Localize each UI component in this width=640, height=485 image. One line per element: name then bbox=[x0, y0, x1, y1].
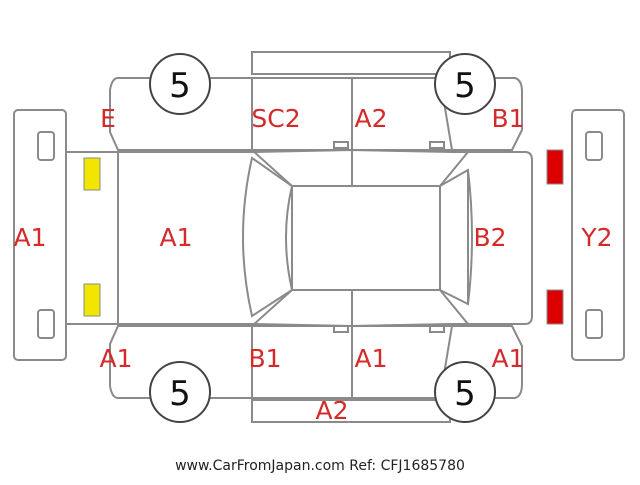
label-right-front-door: SC2 bbox=[251, 104, 300, 133]
label-right-rear-door: A2 bbox=[354, 104, 387, 133]
taillight-bottom bbox=[546, 289, 564, 325]
front-bumper-mount-top bbox=[37, 131, 55, 161]
label-left-rear-door: A1 bbox=[354, 344, 387, 373]
tire-rear-right-label: 5 bbox=[454, 66, 476, 106]
label-hood: A1 bbox=[159, 223, 192, 252]
rear-bumper-mount-top bbox=[585, 131, 603, 161]
label-front-left-fender: A1 bbox=[99, 344, 132, 373]
label-left-rocker: A2 bbox=[315, 396, 348, 425]
roof-outline bbox=[291, 185, 441, 291]
label-left-front-door: B1 bbox=[248, 344, 281, 373]
c-pillar-top bbox=[439, 151, 469, 187]
rear-bumper-outline bbox=[571, 109, 625, 361]
left-side-rocker bbox=[251, 399, 451, 423]
label-front-right-fender: E bbox=[100, 104, 116, 133]
left-front-handle bbox=[333, 325, 349, 333]
right-front-fender-outline bbox=[109, 77, 253, 151]
right-rear-quarter-outline bbox=[452, 77, 523, 151]
tire-front-left bbox=[149, 361, 211, 423]
windshield-outline bbox=[242, 156, 294, 318]
taillight-top bbox=[546, 149, 564, 185]
front-bumper-mount-bottom bbox=[37, 309, 55, 339]
c-pillar-bottom bbox=[439, 289, 469, 325]
tire-rear-left-label: 5 bbox=[454, 374, 476, 414]
left-rear-quarter-outline bbox=[452, 325, 523, 399]
label-rear-bumper: Y2 bbox=[580, 223, 612, 252]
label-trunk-lid: B2 bbox=[473, 223, 506, 252]
car-body-outline bbox=[65, 148, 533, 328]
right-side-rocker bbox=[251, 51, 451, 75]
tire-rear-left bbox=[434, 361, 496, 423]
label-right-rear-quarter: B1 bbox=[491, 104, 524, 133]
tire-front-right bbox=[149, 53, 211, 115]
rear-bumper-mount-bottom bbox=[585, 309, 603, 339]
right-front-handle bbox=[333, 141, 349, 149]
a-pillar-top bbox=[251, 149, 293, 187]
headlight-bottom bbox=[83, 283, 101, 317]
right-rear-handle bbox=[429, 141, 445, 149]
left-front-fender-outline bbox=[109, 325, 253, 399]
a-pillar-bottom bbox=[251, 289, 293, 327]
reference-footer: www.CarFromJapan.com Ref: CFJ1685780 bbox=[175, 458, 465, 474]
headlight-top bbox=[83, 157, 101, 191]
tire-rear-right bbox=[434, 53, 496, 115]
tire-front-right-label: 5 bbox=[169, 66, 191, 106]
label-front-bumper: A1 bbox=[13, 223, 46, 252]
left-rear-handle bbox=[429, 325, 445, 333]
tire-front-left-label: 5 bbox=[169, 374, 191, 414]
label-left-rear-quarter: A1 bbox=[491, 344, 524, 373]
